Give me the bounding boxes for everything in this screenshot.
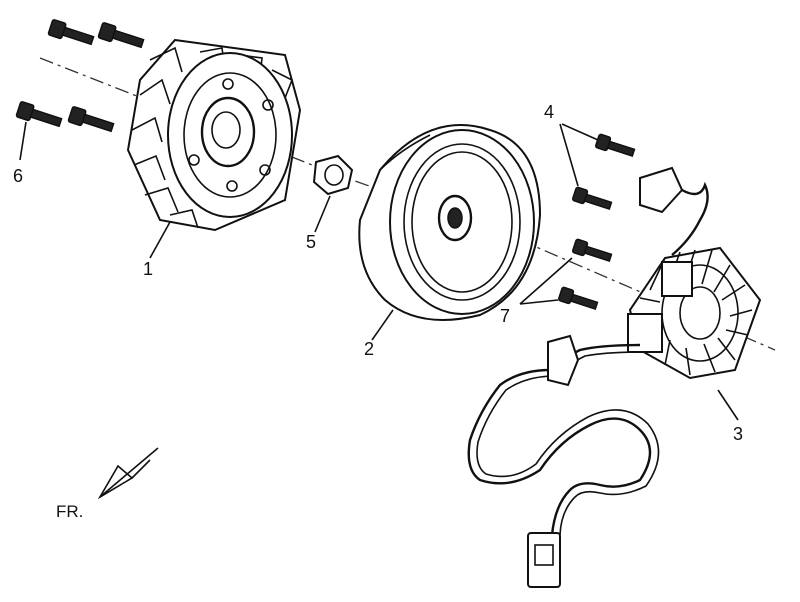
bolt-group-4 xyxy=(559,123,636,211)
callout-5: 5 xyxy=(306,232,316,252)
callout-1: 1 xyxy=(143,259,153,279)
bolt-icon xyxy=(67,106,115,133)
bolt-icon xyxy=(557,286,599,311)
stator-coil-icon xyxy=(627,246,762,421)
nut-icon xyxy=(312,154,354,233)
bolt-group-7 xyxy=(519,238,613,311)
wiring-harness-icon xyxy=(467,334,660,588)
bolt-icon xyxy=(97,22,145,49)
flywheel-icon xyxy=(126,38,302,259)
bolt-icon xyxy=(47,19,95,46)
bolt-icon xyxy=(571,238,613,263)
bolt-icon xyxy=(15,101,63,128)
callout-2: 2 xyxy=(364,339,374,359)
callout-4: 4 xyxy=(544,102,554,122)
rotor-ring-icon xyxy=(358,124,542,341)
callout-3: 3 xyxy=(733,424,743,444)
bolt-icon xyxy=(594,133,636,158)
bolt-group-6 xyxy=(15,19,145,161)
front-direction-arrow-icon xyxy=(97,447,159,500)
direction-label: FR. xyxy=(56,502,83,521)
callout-6: 6 xyxy=(13,166,23,186)
bolt-icon xyxy=(571,186,613,211)
callout-7: 7 xyxy=(500,306,510,326)
pickup-sensor-icon xyxy=(639,166,709,256)
